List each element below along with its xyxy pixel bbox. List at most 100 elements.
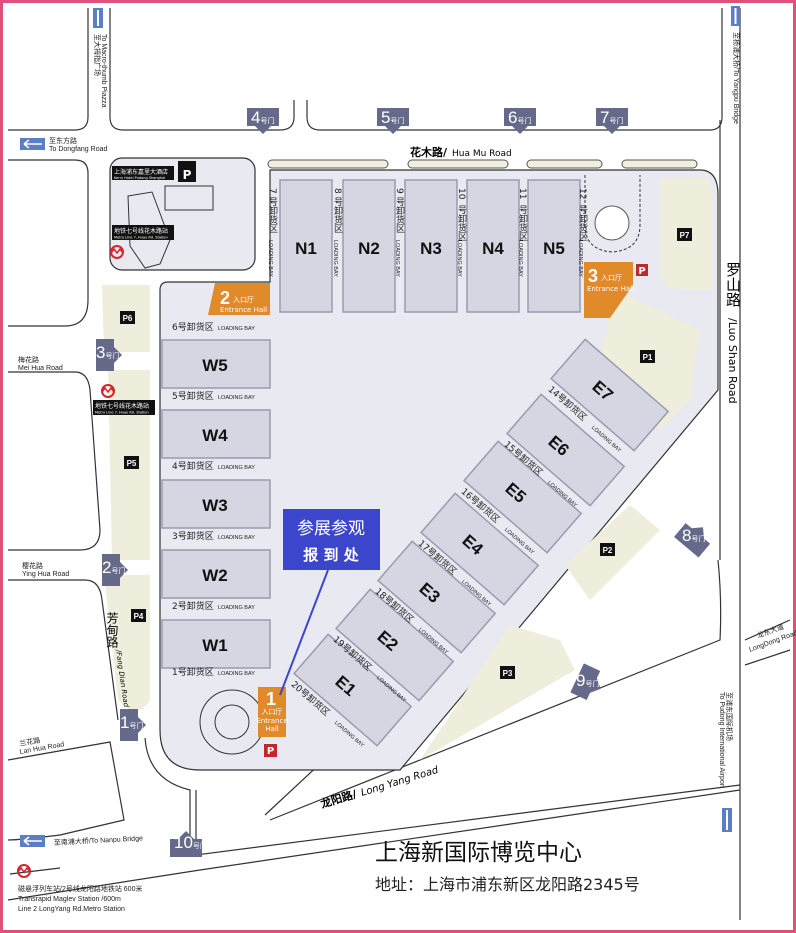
venue-grounds	[159, 169, 719, 771]
loading-bay-number: 5	[172, 392, 178, 402]
hall-label-w1: W1	[202, 636, 228, 655]
hall-n5[interactable]	[527, 179, 581, 313]
hall-n4[interactable]	[466, 179, 520, 313]
gate-arrow-icon	[504, 108, 536, 134]
metro-icon	[101, 384, 115, 398]
entrance-hall-3[interactable]: 3 入口厅 Entrance Hall	[584, 262, 634, 318]
loading-bay-label-7: 7	[267, 188, 277, 194]
loading-bay-label-6: 6号卸货区	[172, 321, 214, 333]
loading-bay-en: LOADING BAY	[218, 605, 255, 611]
gate-arrow-icon	[377, 108, 409, 134]
gate-arrow-icon	[596, 108, 628, 134]
gate-label: 5号门	[381, 108, 404, 127]
gate-5[interactable]: 5号门	[377, 108, 409, 134]
hall-e6[interactable]	[505, 393, 626, 507]
road-name-mei-hua-en: Mei Hua Road	[18, 365, 63, 372]
gate-10[interactable]: 10号门	[170, 831, 207, 857]
road-name-ying-hua-en: Ying Hua Road	[22, 571, 69, 578]
loading-bay-suffix: 号卸货区	[178, 321, 214, 333]
north-halls: N1 N2 N3 N4 N5	[279, 179, 581, 313]
entrance-label-zh: 入口厅	[262, 708, 283, 716]
hall-w2[interactable]	[161, 549, 271, 599]
arrow-up-icon	[731, 6, 740, 26]
hall-w5[interactable]	[161, 339, 271, 389]
hall-label-n5: N5	[543, 239, 565, 258]
loading-bay-suffix: 号卸货区	[577, 205, 588, 241]
direction-macro-thumb-en: To Macro-thumb Piazza	[100, 34, 107, 108]
hall-e2[interactable]	[334, 588, 455, 702]
west-halls: W5 W4 W3 W2 W1	[161, 339, 271, 669]
venue-address: 地址：上海市浦东新区龙阳路2345号	[375, 875, 640, 894]
entrance-label-en: Entrance	[256, 717, 287, 725]
loading-bay-suffix: 号卸货区	[456, 205, 467, 241]
parking-label-p5: P5	[127, 459, 137, 468]
hall-label-w2: W2	[202, 566, 228, 585]
loading-bay-number: 6	[172, 323, 178, 333]
entrance-label-en: Entrance Hall	[587, 285, 634, 293]
hall-n1[interactable]	[279, 179, 333, 313]
arrow-left-icon	[20, 138, 45, 150]
hall-label-n2: N2	[358, 239, 380, 258]
loading-bay-label-9: 9	[394, 188, 404, 194]
hall-label-n3: N3	[420, 239, 442, 258]
metro-station-building	[127, 191, 171, 269]
parking-garage-icon	[178, 161, 196, 182]
road-name-ying-hua-zh: 樱花路	[22, 561, 43, 570]
hall-e3[interactable]	[376, 540, 497, 654]
loading-bay-en: LOADING BAY	[332, 240, 338, 277]
hall-label-n1: N1	[295, 239, 317, 258]
entrance-hall-2[interactable]: 2 入口厅 Entrance Hall	[208, 283, 270, 315]
entrance-number-2: 2	[220, 288, 230, 308]
road-name-luo-shan-zh: 罗山路	[724, 262, 742, 307]
kerry-hotel-label-bg	[112, 166, 174, 180]
entrance-hall-1[interactable]: 1 入口厅 Entrance Hall	[256, 687, 288, 737]
hall-e1[interactable]	[292, 633, 413, 747]
metro-label-zh: 地铁七号线花木路站	[114, 227, 168, 235]
gate-3[interactable]: 3号门	[96, 339, 122, 371]
gate-label: 7号门	[600, 108, 623, 127]
loading-bay-en: LOADING BAY	[218, 535, 255, 541]
parking-sign-icon	[636, 264, 648, 276]
gates: 4号门 5号门 6号门 7号门 3号门 2号门 1号门 10号门 8号门 9号门	[96, 108, 715, 857]
loading-bay-en: LOADING BAY	[218, 395, 255, 401]
gate-6[interactable]: 6号门	[504, 108, 536, 134]
road-name-mei-hua-zh: 梅花路	[18, 355, 39, 364]
gate-9[interactable]: 9号门	[570, 663, 607, 703]
hall-e4[interactable]	[419, 492, 540, 606]
hall-n3[interactable]	[404, 179, 458, 313]
gate-arrow-icon	[170, 831, 202, 857]
loading-bay-suffix: 号卸货区	[394, 197, 405, 233]
direction-airport-en: To Pudong International Airport	[718, 692, 725, 788]
entrance-label-zh: 入口厅	[601, 274, 622, 282]
gate-7[interactable]: 7号门	[596, 108, 628, 134]
parking-label-p4: P4	[134, 612, 144, 621]
loading-bay-en: LOADING BAY	[577, 240, 583, 277]
maglev-info-metro: Line 2 LongYang Rd.Metro Station	[18, 906, 125, 913]
parking-label-p2: P2	[603, 546, 613, 555]
hall-e5[interactable]	[462, 440, 583, 554]
loading-bay-suffix: 号卸货区	[178, 390, 214, 402]
direction-dongfang-en: To Dongfang Road	[49, 146, 107, 153]
loading-bay-label-4: 4号卸货区	[172, 460, 214, 472]
metro-label-bg	[112, 225, 174, 240]
hall-w4[interactable]	[161, 409, 271, 459]
parking-labels: P7 P1 P2 P3 P4 P5 P6	[120, 228, 692, 679]
gate-2[interactable]: 2号门	[102, 554, 128, 586]
gate-8[interactable]: 8号门	[674, 517, 715, 558]
road-name-hua-mu-zh: 花木路/	[410, 145, 448, 159]
hall-w1[interactable]	[161, 619, 271, 669]
gate-1[interactable]: 1号门	[120, 709, 146, 741]
direction-dongfang-zh: 至东方路	[49, 136, 77, 145]
registration-desk-callout[interactable]: 参展参观 报 到 处	[283, 509, 380, 570]
gate-4[interactable]: 4号门	[247, 108, 279, 134]
entrance-label-en: Entrance Hall	[220, 306, 267, 314]
parking-label-p6: P6	[123, 314, 133, 323]
road-median	[267, 159, 698, 169]
hall-e7[interactable]	[549, 338, 670, 452]
hall-w3[interactable]	[161, 479, 271, 529]
loading-bay-suffix: 号卸货区	[267, 197, 278, 233]
hall-n2[interactable]	[342, 179, 396, 313]
